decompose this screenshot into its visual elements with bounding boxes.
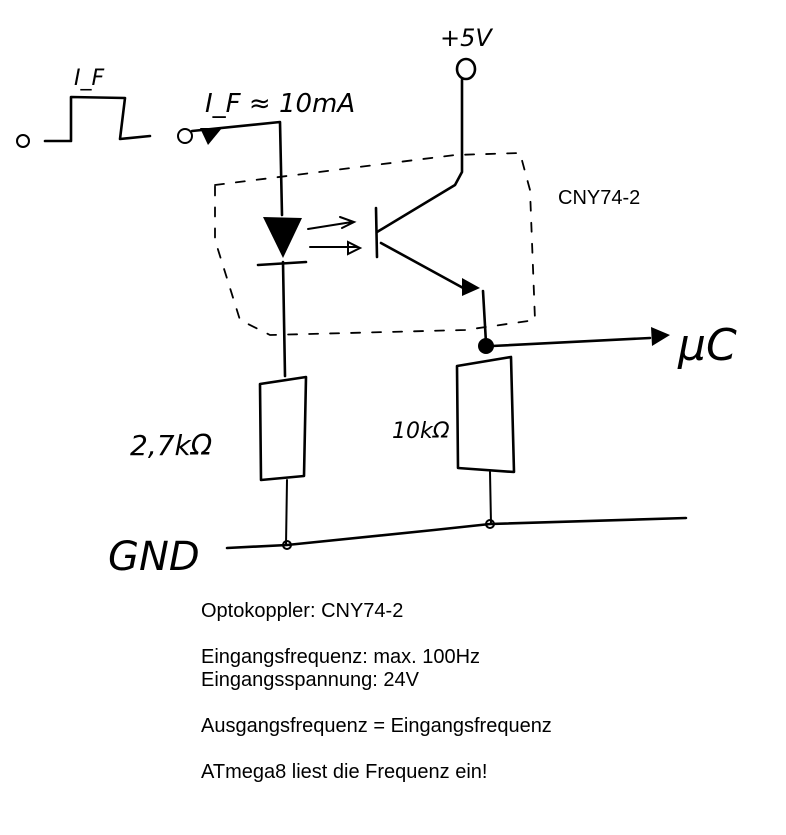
phototransistor-symbol xyxy=(374,78,488,345)
light-arrow-icon-2 xyxy=(309,240,363,256)
led-triangle-icon xyxy=(263,217,302,258)
ground-label: GND xyxy=(108,534,200,580)
resistor-pullup xyxy=(455,355,516,474)
gnd-junction-1 xyxy=(282,540,292,550)
input-terminal-left xyxy=(16,134,30,148)
note-optocoupler: Optokoppler: CNY74-2 xyxy=(201,600,404,622)
forward-current-label: I_F ≈ 10mA xyxy=(205,89,355,119)
optocoupler-package-outline xyxy=(214,152,536,336)
resistor-led-value: 2,7kΩ xyxy=(130,429,213,462)
emitter-arrow-icon xyxy=(462,278,480,296)
note-atmega: ATmega8 liest die Frequenz ein! xyxy=(201,761,488,783)
supply-terminal xyxy=(455,57,477,81)
supply-label: +5V xyxy=(440,24,493,52)
wire-r2-to-gnd xyxy=(489,471,492,525)
note-output-frequency: Ausgangsfrequenz = Eingangsfrequenz xyxy=(201,715,552,737)
gnd-junction-2 xyxy=(485,519,495,529)
pulse-current-label: I_F xyxy=(74,66,104,91)
wire-r1-to-gnd xyxy=(285,479,288,546)
wire-output xyxy=(490,336,652,348)
note-input-frequency: Eingangsfrequenz: max. 100Hz xyxy=(201,646,481,668)
transistor-collector-to-supply xyxy=(375,78,464,234)
note-input-voltage: Eingangsspannung: 24V xyxy=(201,669,419,691)
input-arrow-icon xyxy=(200,128,222,145)
input-terminal-right xyxy=(177,128,193,144)
wire-led-to-resistor xyxy=(281,260,287,378)
square-pulse-waveform xyxy=(43,95,152,143)
light-arrow-icon-1 xyxy=(307,216,357,230)
output-label: µC xyxy=(677,320,737,371)
resistor-led xyxy=(258,375,308,482)
input-pulse-signal: I_F xyxy=(16,66,152,148)
transistor-emitter xyxy=(379,241,467,291)
wire-input-to-led xyxy=(190,120,284,217)
resistor-pullup-value: 10kΩ xyxy=(392,419,450,444)
part-number-label: CNY74-2 xyxy=(558,187,641,209)
led-symbol xyxy=(256,216,363,267)
notes-block: Optokoppler: CNY74-2 Eingangsfrequenz: m… xyxy=(201,600,552,784)
ground-rail xyxy=(225,516,688,550)
output-junction-dot xyxy=(478,338,494,354)
output-arrow-icon xyxy=(651,327,670,346)
wire-emitter-to-node xyxy=(481,289,488,345)
